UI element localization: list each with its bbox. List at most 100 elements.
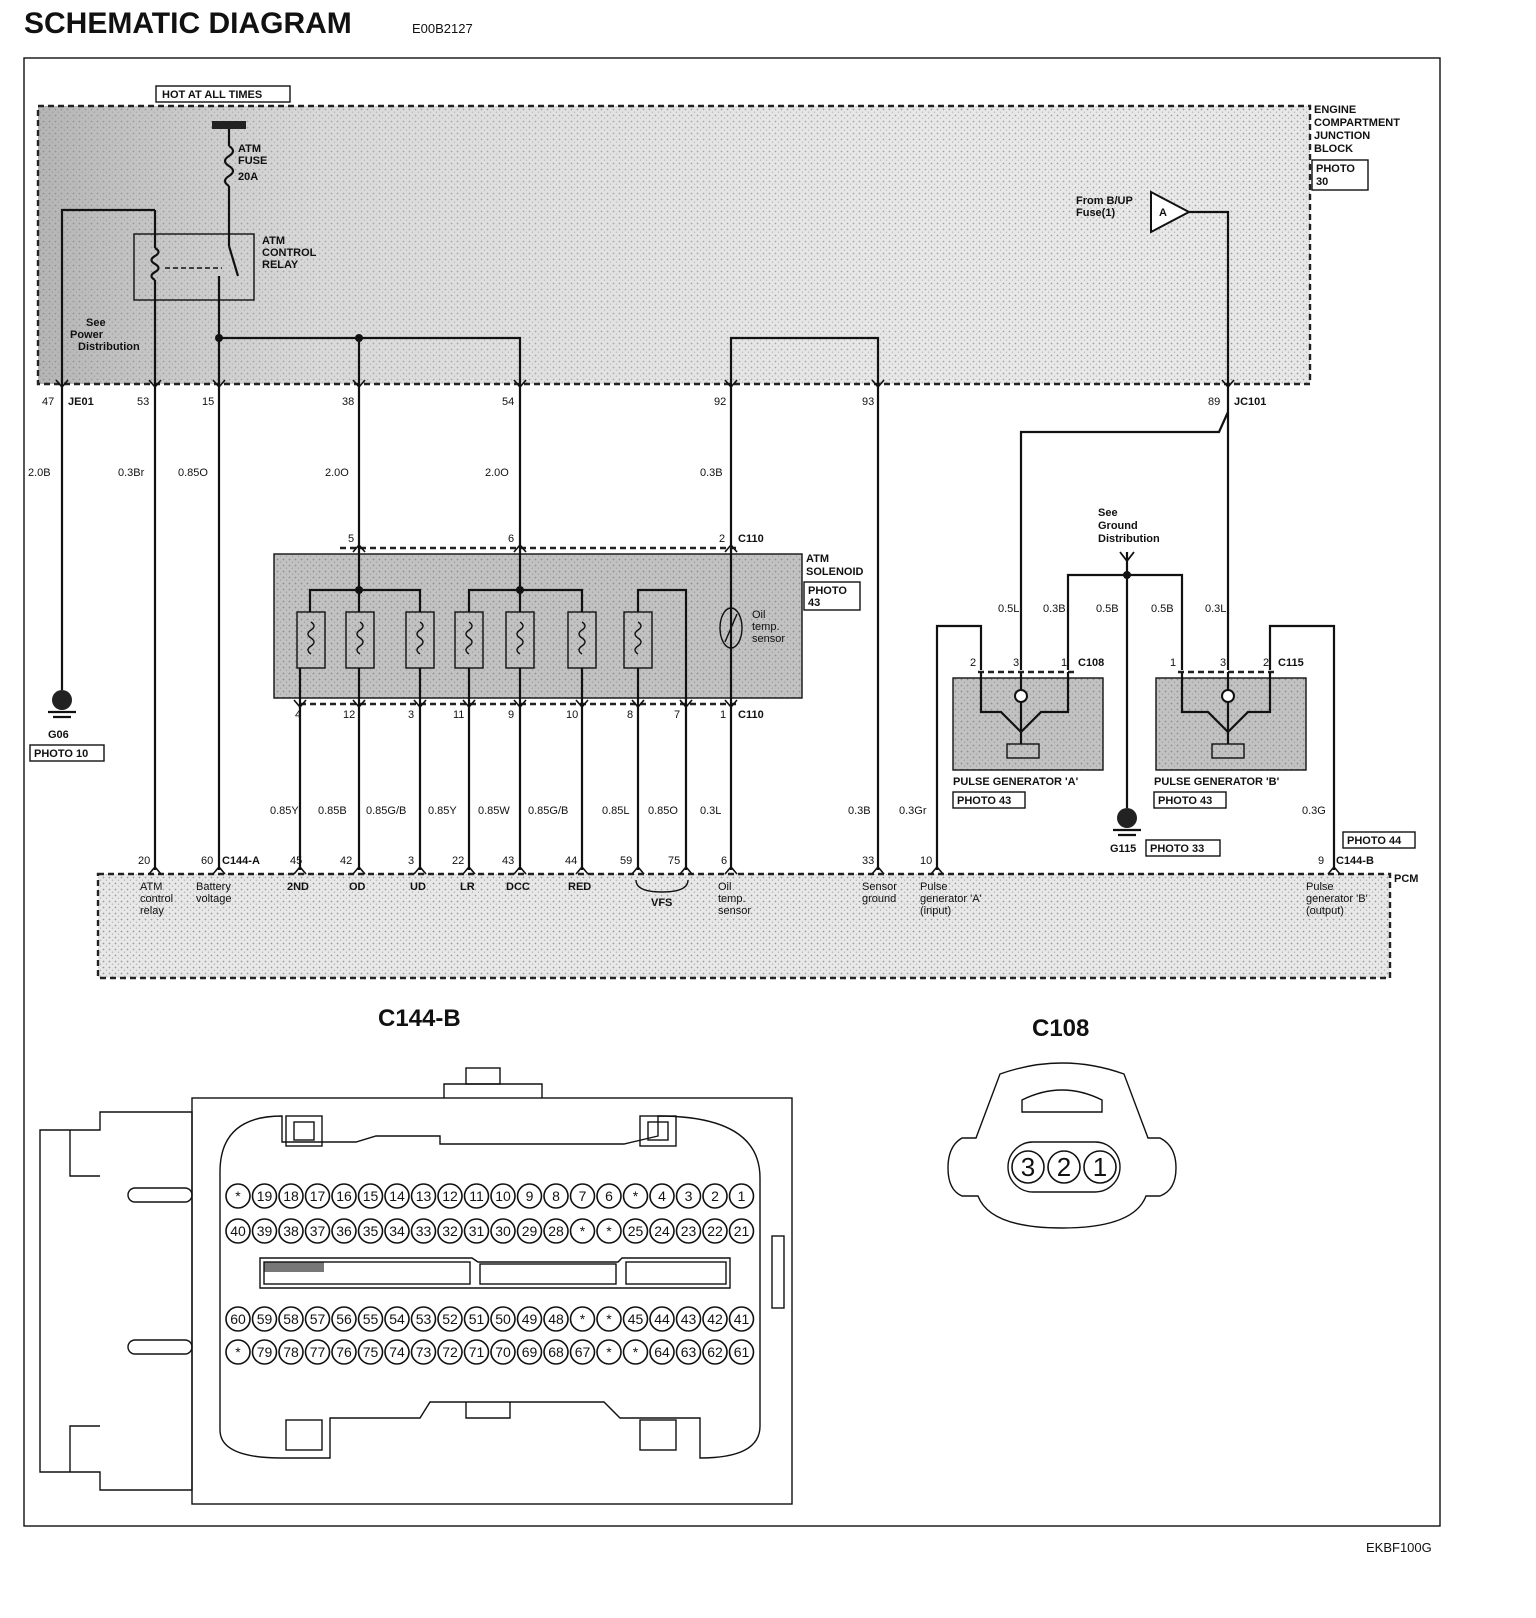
- solenoid-pin-3: 3: [408, 709, 414, 721]
- c144b-cavity-row4-18: 62: [702, 1339, 728, 1365]
- c144b-cavity-row3-8: 52: [437, 1306, 463, 1332]
- solenoid-to-pcm-wires: [298, 704, 733, 870]
- c144b-cavity-row1-4-label: 16: [336, 1188, 352, 1204]
- pcm-pin-33: 33: [862, 855, 874, 867]
- solenoid-photo-line2: 43: [808, 597, 820, 609]
- fuse-label-line2: FUSE: [238, 155, 267, 167]
- c144b-cavity-row1-15-label: *: [633, 1188, 639, 1204]
- c144b-cavity-row1-18: 2: [702, 1183, 728, 1209]
- atm-solenoid-block: [273, 543, 803, 709]
- c144b-cavity-row1-3-label: 17: [310, 1188, 326, 1204]
- c144b-cavity-row4-15: *: [622, 1339, 649, 1365]
- pcm-pulse-a-line2: generator 'A': [920, 893, 982, 905]
- pcm-pulse-b-line2: generator 'B': [1306, 893, 1368, 905]
- solenoid-top-pin-2: 2: [719, 533, 725, 545]
- c144b-cavity-row4-16-label: 64: [654, 1344, 670, 1360]
- pcm-atm-line2: control: [140, 893, 173, 905]
- jb-pin-93: 93: [862, 396, 874, 408]
- c144b-cavity-row4-13: 67: [569, 1339, 596, 1365]
- solenoid-photo-line1: PHOTO: [808, 585, 847, 597]
- pcm-pin-3: 3: [408, 855, 414, 867]
- ground-g115-symbol: [1113, 808, 1141, 837]
- pulse-generator-wiring: [935, 551, 1336, 870]
- solenoid-name-line1: ATM: [806, 553, 829, 565]
- c144b-cavity-row2-9-label: 31: [469, 1223, 485, 1239]
- junction-photo-box: [1311, 159, 1369, 191]
- c144b-cavity-row2-13-label: *: [580, 1223, 586, 1239]
- solenoid-pin-12: 12: [343, 709, 355, 721]
- c144b-cavity-row3-15: 45: [622, 1306, 649, 1332]
- c144b-cavity-row3-2-label: 58: [283, 1311, 299, 1327]
- pulse-b-wire-05b: 0.5B: [1151, 603, 1174, 615]
- pcm-name: PCM: [1394, 873, 1418, 885]
- c144b-cavity-row2-14: *: [596, 1218, 622, 1244]
- pcm-oil-line2: temp.: [718, 893, 746, 905]
- wire-085gb-b: 0.85G/B: [528, 805, 568, 817]
- c144b-cavity-row3-18: 42: [702, 1306, 728, 1332]
- c144b-cavity-row1-18-label: 2: [711, 1188, 719, 1204]
- pcm-label-ud: UD: [410, 881, 426, 893]
- solenoid-pin-8: 8: [627, 709, 633, 721]
- c144b-cavity-row2-18: 22: [702, 1218, 728, 1244]
- c144b-cavity-row2-19: 21: [728, 1218, 755, 1244]
- c108-connector-body: [947, 1062, 1177, 1229]
- pulse-b-pin-3: 3: [1220, 657, 1226, 669]
- ground-g115-label: G115: [1110, 843, 1136, 855]
- pulse-b-pin-1: 1: [1170, 657, 1176, 669]
- hot-at-all-times-label: HOT AT ALL TIMES: [162, 89, 262, 101]
- pcm-label-red: RED: [568, 881, 591, 893]
- c144b-cavity-row1-16-label: 4: [658, 1188, 666, 1204]
- pcm-pin-59: 59: [620, 855, 632, 867]
- c144b-cavity-row1-6-label: 14: [389, 1188, 405, 1204]
- pcm-label-od: OD: [349, 881, 366, 893]
- c108-cavity-1: 2: [1047, 1150, 1081, 1184]
- pcm-pulse-a-line3: (input): [920, 905, 951, 917]
- c144b-cavity-row2-5: 35: [357, 1218, 384, 1244]
- pcm-pulse-b-line3: (output): [1306, 905, 1344, 917]
- c144b-cavity-row3-11-label: 49: [522, 1311, 538, 1327]
- wire-03g: 0.3G: [1302, 805, 1326, 817]
- solenoid-pin-9: 9: [508, 709, 514, 721]
- pcm-label-dcc: DCC: [506, 881, 530, 893]
- c144b-cavity-row2-4-label: 36: [336, 1223, 352, 1239]
- oil-sensor-line2: temp.: [752, 621, 780, 633]
- harness-wires: [60, 384, 1230, 870]
- pcm-sensor-line2: ground: [862, 893, 896, 905]
- wire-085y-b: 0.85Y: [428, 805, 457, 817]
- c144b-cavity-row4-14-label: *: [606, 1344, 612, 1360]
- atm-control-relay: [133, 233, 255, 301]
- footer-code: EKBF100G: [1366, 1540, 1432, 1555]
- c144b-cavity-row2-16-label: 24: [654, 1223, 670, 1239]
- c144b-cavity-row4-19: 61: [728, 1339, 755, 1365]
- pcm-oil-line3: sensor: [718, 905, 751, 917]
- pcm-pin-44: 44: [565, 855, 577, 867]
- c144b-cavity-row4-0-label: *: [235, 1344, 241, 1360]
- c144b-cavity-row1-2-label: 18: [283, 1188, 299, 1204]
- c144b-cavity-row3-19-label: 41: [734, 1311, 750, 1327]
- c108-title: C108: [1032, 1015, 1089, 1042]
- pcm-battery-line2: voltage: [196, 893, 231, 905]
- c144b-cavity-row2-13: *: [569, 1218, 596, 1244]
- junction-photo-line1: PHOTO: [1316, 163, 1355, 175]
- ground-dist-line2: Ground: [1098, 520, 1138, 532]
- c144b-cavity-row2-15: 25: [622, 1218, 649, 1244]
- pcm-label-2nd: 2ND: [287, 881, 309, 893]
- pulse-a-photo-box: [952, 791, 1026, 809]
- solenoid-pin-4: 4: [295, 709, 301, 721]
- c144b-cavity-row3-6-label: 54: [389, 1311, 405, 1327]
- c144b-cavity-row1-7: 13: [410, 1183, 437, 1209]
- c144b-cavity-row4-1-label: 79: [257, 1344, 273, 1360]
- c144b-cavity-row2-0-label: 40: [230, 1223, 246, 1239]
- c144b-cavity-row4-10-label: 70: [495, 1344, 511, 1360]
- relay-label-line1: ATM: [262, 235, 285, 247]
- c144b-cavity-row3-9: 51: [463, 1306, 490, 1332]
- c144b-cavity-row4-3: 77: [304, 1339, 331, 1365]
- c144b-cavity-row1-4: 16: [331, 1183, 357, 1209]
- c144b-cavity-row2-10: 30: [490, 1218, 516, 1244]
- c144b-cavity-row1-8-label: 12: [442, 1188, 458, 1204]
- wire-085l: 0.85L: [602, 805, 630, 817]
- c144b-cavity-row3-10-label: 50: [495, 1311, 511, 1327]
- c144b-cavity-row3-14-label: *: [606, 1311, 612, 1327]
